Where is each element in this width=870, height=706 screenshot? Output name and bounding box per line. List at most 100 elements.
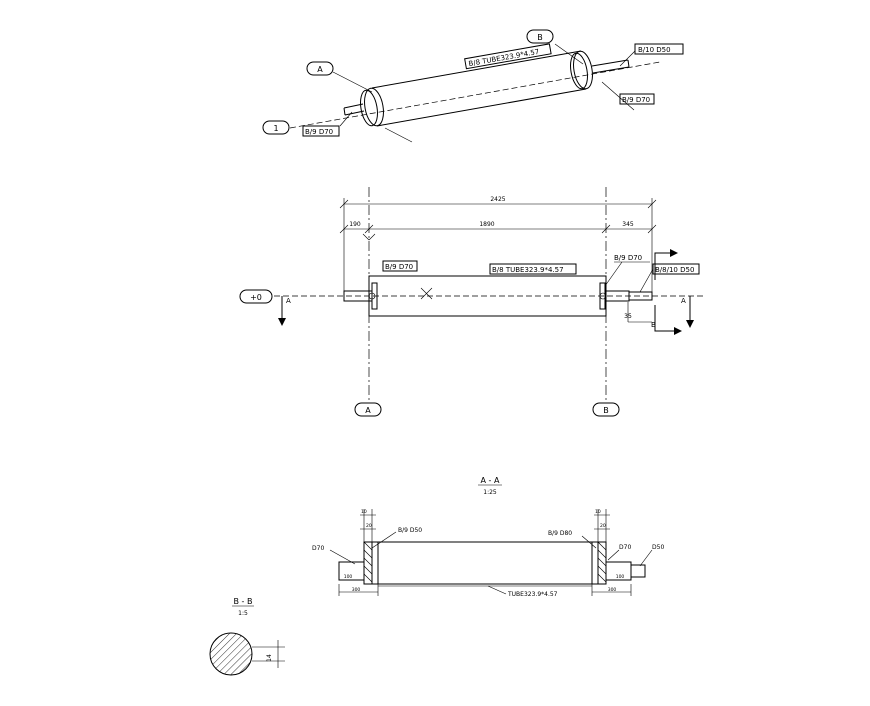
aa-right-b9-leader xyxy=(581,535,597,549)
grid-bubble-b-text: B xyxy=(603,406,609,415)
dim-mid: 1890 xyxy=(479,221,494,228)
aa-left-dim-bottom: 300 xyxy=(352,587,361,593)
iso-tube-bottom-edge xyxy=(376,88,587,127)
elev-left-shaft xyxy=(343,290,373,302)
grid-bubble-a xyxy=(354,402,382,417)
iso-tube-top-edge xyxy=(371,50,582,89)
aa-right-d70: D70 xyxy=(619,544,631,551)
aa-tube-walls xyxy=(378,541,592,585)
elev-right-bolt xyxy=(599,292,607,300)
isometric-view: B A 1 B/8 TUBE323.9*4.57 B/10 D50 B/9 D7… xyxy=(262,29,684,143)
aa-right-d50: D50 xyxy=(652,544,664,551)
iso-leader-b9-right xyxy=(601,81,635,111)
iso-tube-right-end xyxy=(573,50,593,90)
section-bb-title: B - B xyxy=(234,597,253,606)
iso-bubble-a xyxy=(306,61,334,76)
aa-right-dim-bottom-line xyxy=(591,584,632,596)
iso-right-flange xyxy=(570,52,588,90)
iso-b9-right-tag xyxy=(619,93,655,105)
section-a-left-arrow xyxy=(278,318,286,326)
aa-right-d50-leader xyxy=(639,549,653,567)
iso-b10-tag xyxy=(634,43,684,55)
iso-b9-right-label: B/9 D70 xyxy=(622,96,650,104)
iso-bubble-b-text: B xyxy=(537,33,543,42)
iso-b9-left-label: B/9 D70 xyxy=(305,128,333,136)
elev-level-label: +0 xyxy=(250,293,262,302)
elev-b9-left-tag xyxy=(382,260,418,272)
iso-leader-a xyxy=(332,71,373,93)
section-b-top-arrow xyxy=(670,249,678,257)
elev-center-cross xyxy=(420,287,433,300)
aa-left-d70-leader xyxy=(329,549,356,565)
dim-ext-outer xyxy=(343,198,653,296)
iso-axis-line xyxy=(289,61,661,129)
grid-bubble-a-text: A xyxy=(365,406,371,415)
elev-level-bubble xyxy=(239,289,273,304)
section-aa-title: A - A xyxy=(481,476,500,485)
section-b-top-line xyxy=(654,252,672,280)
aa-right-dim-small: 100 xyxy=(616,574,625,580)
section-a-right-text: A xyxy=(681,297,686,305)
section-aa-view: A - A 1:25 10 20 300 100 D70 B/9 D50 10 … xyxy=(312,476,664,598)
section-aa-scale: 1:25 xyxy=(483,489,497,496)
elev-right-stub xyxy=(628,291,653,301)
bb-dim-lines xyxy=(252,640,285,668)
aa-left-d70: D70 xyxy=(312,545,324,552)
elev-b9-right-label: B/9 D70 xyxy=(614,254,642,262)
iso-bubble-b xyxy=(526,29,554,44)
dim-left: 190 xyxy=(349,221,361,228)
bb-shaft-section xyxy=(209,632,253,676)
aa-right-b9: B/9 D80 xyxy=(548,530,572,537)
aa-right-dim-mid: 20 xyxy=(600,523,606,529)
aa-right-dim-ext xyxy=(594,509,610,542)
bb-dim: 14 xyxy=(266,654,273,662)
elevation-view: 2425 190 1890 345 35 B/9 D70 B/8 TUBE323… xyxy=(239,187,705,417)
iso-right-shaft xyxy=(591,59,630,74)
dim-offset: 35 xyxy=(624,313,632,320)
iso-tube-left-end xyxy=(364,87,384,127)
grid-bubble-b xyxy=(592,402,620,417)
iso-bubble-1-text: 1 xyxy=(273,124,278,133)
iso-tube-tag xyxy=(464,43,552,70)
aa-right-dim-bottom: 300 xyxy=(608,587,617,593)
section-b-text: B xyxy=(651,321,656,329)
aa-right-hatch xyxy=(597,541,607,583)
elev-b10-label: B/8/10 D50 xyxy=(655,266,694,274)
section-b-bottom-arrow xyxy=(674,327,682,335)
dim-ticks xyxy=(339,199,657,234)
iso-left-flange xyxy=(360,89,378,127)
aa-right-stub xyxy=(630,564,646,578)
aa-right-disc xyxy=(591,541,599,585)
elev-tube-tag xyxy=(489,263,577,275)
iso-bubble-1 xyxy=(262,120,290,135)
dim-total: 2425 xyxy=(490,196,505,203)
dim-right: 345 xyxy=(622,221,634,228)
elev-b10-leader xyxy=(639,268,654,293)
elev-tube-label: B/8 TUBE323.9*4.57 xyxy=(492,266,564,274)
elev-b9-right-leader xyxy=(604,261,650,287)
elev-y-marker xyxy=(362,233,376,241)
aa-left-b9-leader xyxy=(371,531,397,549)
aa-left-dim-small: 100 xyxy=(344,574,353,580)
section-bb-scale: 1:5 xyxy=(238,610,248,617)
aa-tube-leader xyxy=(487,585,507,595)
aa-left-dim-top: 10 xyxy=(361,509,367,515)
aa-right-d70-leader xyxy=(607,549,620,561)
section-a-left-text: A xyxy=(286,297,291,305)
aa-left-hatch xyxy=(363,541,373,583)
dim-offset-line xyxy=(627,302,652,323)
section-bb-view: B - B 1:5 14 xyxy=(209,597,285,676)
iso-leader-tube-low xyxy=(384,127,413,143)
elev-left-bolt xyxy=(368,292,376,300)
iso-leader-b xyxy=(554,43,584,65)
iso-leader-b10 xyxy=(619,50,636,67)
section-a-right-arrow xyxy=(686,320,694,328)
aa-left-dim-bottom-line xyxy=(338,584,379,596)
elev-b9-left-label: B/9 D70 xyxy=(385,263,413,271)
section-b-bottom-line xyxy=(654,305,676,332)
iso-leader-b9-left xyxy=(339,111,353,127)
aa-left-dim-ext xyxy=(360,509,376,542)
iso-b10-label: B/10 D50 xyxy=(638,46,671,54)
aa-right-dim-top: 10 xyxy=(595,509,601,515)
